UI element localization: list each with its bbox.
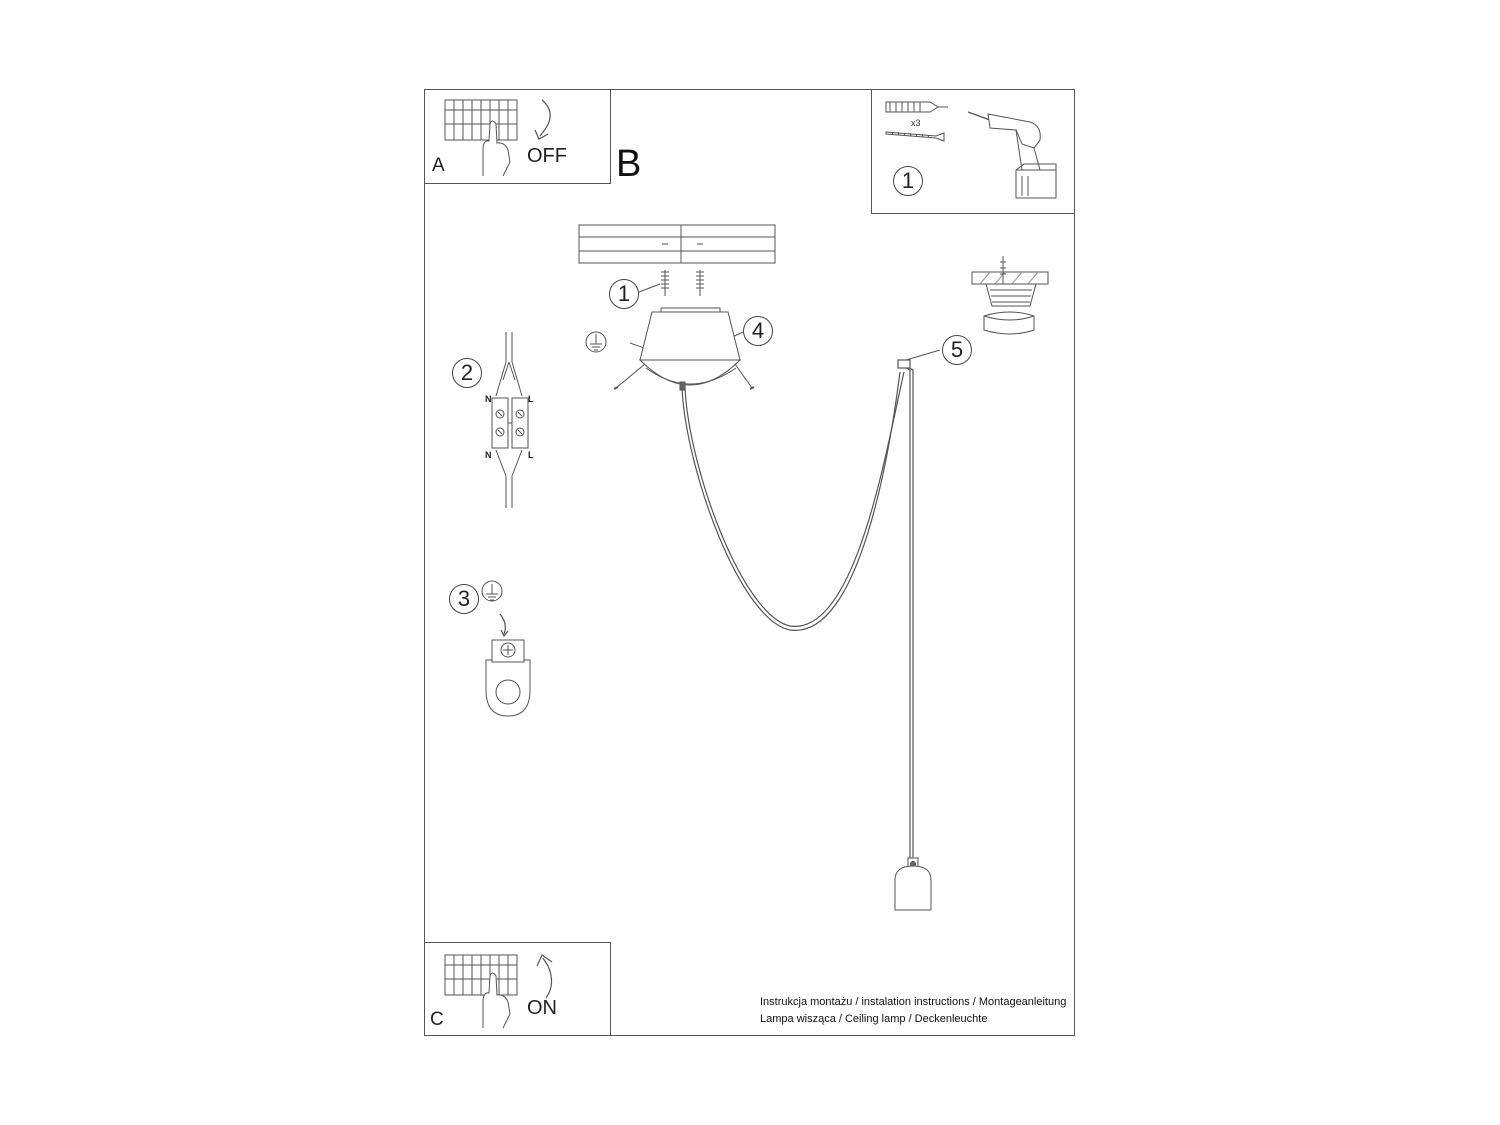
- ground-symbol-icon: [590, 334, 602, 351]
- wall-plug-icon: [885, 101, 948, 113]
- tools-step-number: 1: [893, 166, 923, 196]
- step-a-panel: [424, 89, 611, 184]
- step-c-letter: C: [430, 1009, 444, 1030]
- hand-icon: [482, 972, 511, 1029]
- off-label: OFF: [527, 145, 567, 167]
- callout-cable-grip: 5: [942, 335, 972, 365]
- neutral-label-bottom: N: [485, 450, 492, 460]
- ceiling-canopy-icon: [613, 307, 755, 391]
- curved-arrow-icon: [536, 954, 553, 999]
- terminal-block-icon: [491, 332, 529, 508]
- instruction-sheet: [424, 89, 1075, 1036]
- drill-icon: [967, 111, 1057, 199]
- footer-instructions-line: Instrukcja montażu / instalation instruc…: [760, 996, 1067, 1008]
- lamp-cable: [681, 359, 914, 862]
- live-label-top: L: [528, 394, 534, 404]
- step-b-letter: B: [616, 143, 642, 185]
- breaker-panel-icon: [444, 954, 518, 996]
- footer-product-line: Lampa wisząca / Ceiling lamp / Deckenleu…: [760, 1013, 988, 1025]
- neutral-label-top: N: [485, 394, 492, 404]
- ground-symbol-icon: [486, 584, 498, 601]
- callout-connector: 2: [452, 358, 482, 388]
- ground-terminal-icon: [481, 580, 531, 717]
- callout-canopy: 4: [743, 316, 773, 346]
- callout-ground: 3: [449, 584, 479, 614]
- step-c-panel: [424, 942, 611, 1036]
- cable-grip-detail: [971, 256, 1049, 335]
- tools-panel: [871, 89, 1075, 214]
- screw-icon: [885, 131, 945, 142]
- lamp-holder-icon: [894, 857, 932, 911]
- live-label-bottom: L: [528, 450, 534, 460]
- callout-screws: 1: [609, 279, 639, 309]
- ceiling-board: [578, 224, 776, 264]
- anchor-quantity: x3: [911, 118, 921, 128]
- hand-icon: [482, 120, 511, 177]
- curved-arrow-icon: [534, 99, 551, 140]
- step-a-letter: A: [432, 155, 445, 176]
- screw-icon: [661, 270, 704, 296]
- on-label: ON: [527, 997, 557, 1019]
